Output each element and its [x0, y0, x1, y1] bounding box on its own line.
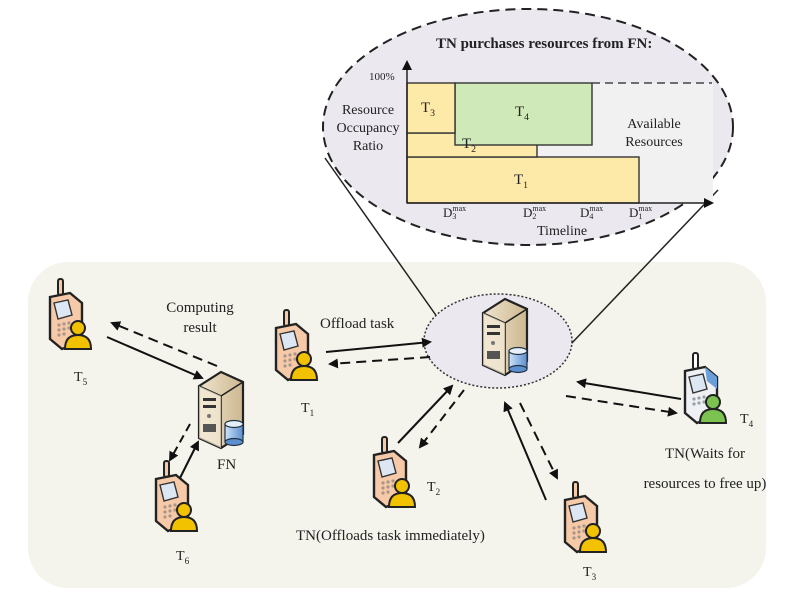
- arrow-t6-to-fn: [179, 440, 199, 479]
- terminal-label-t4: T4: [740, 412, 753, 429]
- arrow-node-to-t1: [328, 356, 431, 369]
- tick-sup: max: [638, 204, 653, 213]
- tick-base: D: [580, 205, 590, 220]
- block-t3-label: T3: [421, 100, 435, 119]
- arrow-node-to-t2: [418, 389, 465, 449]
- x-axis-label: Timeline: [537, 224, 588, 239]
- y-axis-label-line: Occupancy: [336, 121, 400, 136]
- tick-base: D: [443, 205, 453, 220]
- available-label-line: Resources: [625, 135, 683, 150]
- tick-sub: 2: [532, 212, 537, 221]
- fn-label: FN: [217, 457, 237, 473]
- y-axis-label-line: Resource: [341, 103, 395, 118]
- block-label-sub: 3: [430, 108, 436, 119]
- y-axis-label: Resource Occupancy Ratio: [330, 102, 406, 156]
- tick-sup: max: [452, 204, 467, 213]
- terminal-label-t5: T5: [74, 370, 87, 387]
- zoom-line-left: [324, 157, 453, 339]
- zoom-title: TN purchases resources from FN:: [436, 36, 653, 52]
- block-label-base: T: [462, 136, 472, 152]
- terminal-label-t2: T2: [427, 480, 440, 497]
- tick-sub: 4: [589, 212, 594, 221]
- y-tick-100: 100%: [369, 71, 395, 83]
- terminal-base: T: [176, 549, 185, 564]
- tick-sup: max: [532, 204, 547, 213]
- tick-base: D: [629, 205, 639, 220]
- resource-chart: [402, 60, 714, 208]
- arrow-t3-to-node: [503, 401, 547, 501]
- y-axis-label-line: Ratio: [352, 139, 384, 154]
- block-label-base: T: [514, 172, 524, 188]
- arrow-t2-to-node: [397, 384, 454, 444]
- block-t3: [406, 82, 456, 134]
- terminal-base: T: [583, 565, 592, 580]
- arrow-t1-to-node: [325, 337, 432, 353]
- terminal-label-t1: T1: [301, 401, 314, 418]
- tick-base: D: [523, 205, 533, 220]
- block-label-base: T: [421, 100, 431, 116]
- arrow-fn-to-t6: [169, 423, 191, 462]
- tick-sub: 3: [452, 212, 457, 221]
- tn-immediate-label: TN(Offloads task immediately): [296, 528, 485, 544]
- terminal-base: T: [74, 370, 83, 385]
- computing-result-label: Computing result: [150, 298, 250, 338]
- offload-task-label: Offload task: [320, 316, 395, 332]
- arrow-t5-to-fn: [106, 336, 204, 380]
- arrow-node-to-t3: [519, 402, 558, 480]
- terminal-sub: 4: [748, 418, 754, 429]
- fn-server-icon: [197, 370, 245, 450]
- terminal-label-t6: T6: [176, 549, 189, 566]
- arrow-fn-to-t5: [110, 321, 218, 367]
- available-resources-label: Available Resources: [612, 116, 696, 152]
- block-t4-label: T4: [515, 104, 529, 123]
- terminal-sub: 1: [309, 407, 315, 418]
- block-t2-label: T2: [462, 136, 476, 155]
- terminal-sub: 5: [82, 376, 88, 387]
- terminal-base: T: [427, 480, 436, 495]
- tick-sup: max: [589, 204, 604, 213]
- terminal-label-t3: T3: [583, 565, 596, 582]
- arrow-t4-to-node: [576, 378, 682, 400]
- terminal-sub: 2: [435, 486, 441, 497]
- terminal-sub: 3: [591, 571, 597, 582]
- block-label-sub: 2: [471, 144, 477, 155]
- block-label-sub: 1: [523, 180, 529, 191]
- block-t1-label: T1: [514, 172, 528, 191]
- arrow-node-to-t4: [565, 395, 678, 417]
- tn-wait-line: resources to free up): [643, 476, 767, 492]
- tn-wait-label: TN(Waits for resources to free up): [625, 439, 785, 499]
- block-label-sub: 4: [524, 112, 530, 123]
- cloud-server-icon: [481, 297, 529, 377]
- terminal-sub: 6: [184, 555, 190, 566]
- computing-result-line: result: [183, 320, 217, 336]
- tick-sub: 1: [638, 212, 643, 221]
- block-t4: [454, 82, 593, 146]
- zoom-line-right: [569, 189, 719, 346]
- tn-wait-line: TN(Waits for: [664, 446, 746, 462]
- block-label-base: T: [515, 104, 525, 120]
- terminal-base: T: [740, 412, 749, 427]
- available-label-line: Available: [627, 117, 681, 132]
- computing-result-line: Computing: [166, 300, 234, 316]
- terminal-base: T: [301, 401, 310, 416]
